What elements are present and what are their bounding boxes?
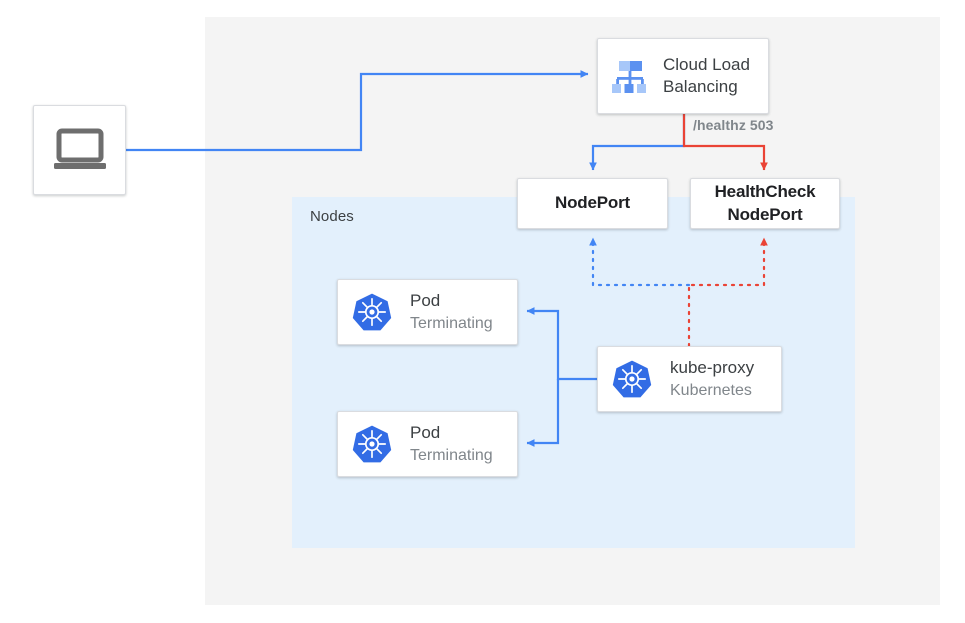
nodeport-label: NodePort [555, 193, 630, 213]
healthcheck-nodeport-label-line1: HealthCheck [714, 182, 816, 202]
cloud-load-balancing-icon [607, 53, 653, 99]
nodeport-node[interactable]: NodePort [517, 178, 668, 229]
pod-1-subtitle: Terminating [410, 314, 493, 332]
pod-2-subtitle: Terminating [410, 446, 493, 464]
kubernetes-icon [612, 359, 652, 399]
cloud-load-balancing-title: Cloud Load Balancing [663, 54, 750, 96]
nodes-panel-label: Nodes [310, 208, 354, 225]
healthcheck-nodeport-label-group: HealthCheck NodePort [715, 181, 816, 225]
healthcheck-nodeport-node[interactable]: HealthCheck NodePort [690, 178, 840, 229]
healthcheck-nodeport-label-line2: NodePort [727, 204, 803, 224]
kube-proxy-title: kube-proxy [670, 358, 755, 378]
kube-proxy-text: kube-proxy Kubernetes [670, 357, 754, 401]
kubernetes-icon [352, 424, 392, 464]
kubernetes-icon [352, 292, 392, 332]
pod-2-text: Pod Terminating [410, 422, 493, 466]
client-node[interactable] [33, 105, 126, 195]
laptop-icon [53, 128, 107, 172]
healthz-edge-label: /healthz 503 [693, 117, 774, 133]
pod-node-1[interactable]: Pod Terminating [337, 279, 518, 345]
kube-proxy-subtitle: Kubernetes [670, 381, 752, 399]
cloud-load-balancing-text: Cloud Load Balancing [663, 54, 759, 99]
pod-1-title: Pod [410, 291, 441, 311]
kube-proxy-node[interactable]: kube-proxy Kubernetes [597, 346, 782, 412]
cloud-load-balancing-node[interactable]: Cloud Load Balancing [597, 38, 769, 114]
pod-1-text: Pod Terminating [410, 290, 493, 334]
pod-node-2[interactable]: Pod Terminating [337, 411, 518, 477]
pod-2-title: Pod [410, 423, 441, 443]
